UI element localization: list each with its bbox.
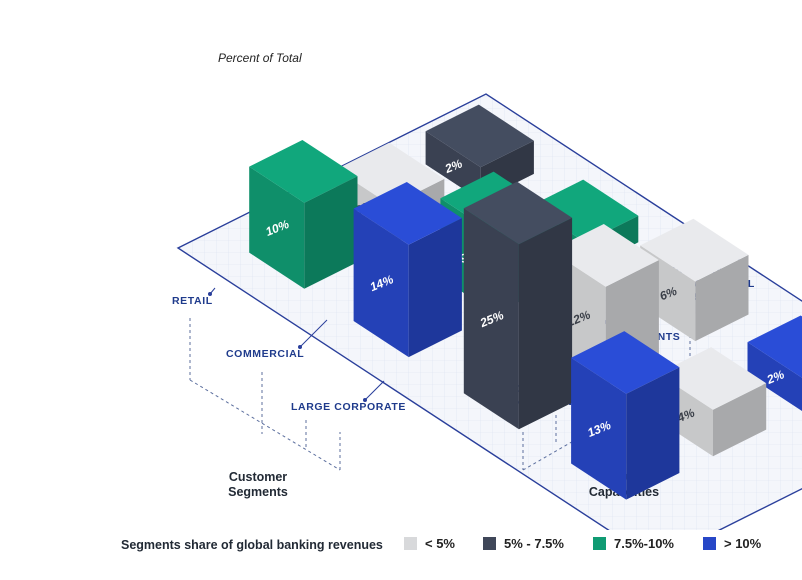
legend-item: 7.5%-10% — [593, 536, 674, 551]
legend-label: 7.5%-10% — [614, 536, 674, 551]
bar-value-label: 2% — [442, 156, 465, 176]
legend-label: > 10% — [724, 536, 762, 551]
bar-value-label: 2% — [764, 367, 787, 387]
legend-item: 5% - 7.5% — [483, 536, 564, 551]
bar-value-label: 4% — [674, 405, 697, 425]
bar: 25% — [463, 181, 573, 430]
legend-label: 5% - 7.5% — [504, 536, 564, 551]
legend-swatch — [593, 537, 606, 550]
legend-swatch — [483, 537, 496, 550]
bar: 2% — [747, 315, 802, 412]
legend-swatch — [703, 537, 716, 550]
chart-subtitle: Percent of Total — [218, 51, 302, 65]
bar: 13% — [571, 331, 680, 500]
bar: 10% — [249, 140, 358, 289]
segment-label: RETAIL — [172, 295, 213, 307]
bar: 14% — [353, 182, 462, 358]
legend-swatch — [404, 537, 417, 550]
segment-label: LARGE CORPORATE — [291, 401, 406, 413]
legend-title: Segments share of global banking revenue… — [121, 538, 383, 552]
segment-label: COMMERCIAL — [226, 348, 304, 360]
bar-value-label: 6% — [658, 284, 680, 304]
legend: Segments share of global banking revenue… — [0, 530, 802, 560]
legend-item: > 10% — [703, 536, 761, 551]
legend-label: < 5% — [425, 536, 455, 551]
legend-item: < 5% — [404, 536, 455, 551]
bars: 2%1%6%2%3%9%12%4%10%14%25%13% — [249, 104, 802, 500]
